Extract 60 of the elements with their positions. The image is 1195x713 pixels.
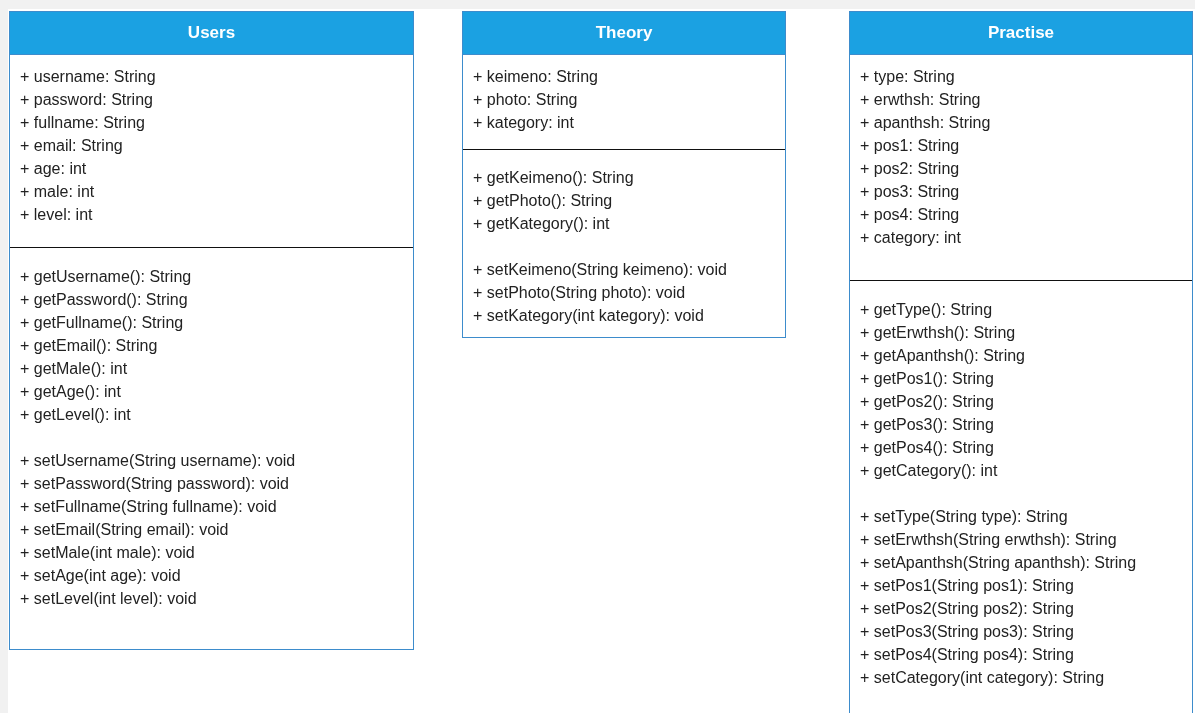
class-box bbox=[9, 11, 414, 650]
method-text: + setFullname(String fullname): void bbox=[20, 497, 278, 517]
method-text: + getMale(): int bbox=[20, 359, 129, 379]
method-text: + getCategory(): int bbox=[860, 461, 999, 481]
method-text: + getUsername(): String bbox=[20, 267, 193, 287]
class-name: Practise bbox=[850, 12, 1192, 55]
method-text: + getPassword(): String bbox=[20, 290, 189, 310]
method-text: + getEmail(): String bbox=[20, 336, 159, 356]
class-name: Theory bbox=[463, 12, 785, 55]
method-text: + getApanthsh(): String bbox=[860, 346, 1026, 366]
method-text: + getPos1(): String bbox=[860, 369, 995, 389]
method-text: + getPhoto(): String bbox=[473, 191, 614, 211]
attribute-text: + keimeno: String bbox=[473, 67, 599, 87]
method-text: + setPos4(String pos4): String bbox=[860, 645, 1075, 665]
attribute-text: + category: int bbox=[860, 228, 962, 248]
method-text: + setMale(int male): void bbox=[20, 543, 196, 563]
method-text: + setEmail(String email): void bbox=[20, 520, 230, 540]
attribute-text: + password: String bbox=[20, 90, 154, 110]
attribute-text: + pos2: String bbox=[860, 159, 961, 179]
method-text: + setPassword(String password): void bbox=[20, 474, 290, 494]
attribute-text: + email: String bbox=[20, 136, 124, 156]
method-text: + getKeimeno(): String bbox=[473, 168, 635, 188]
attribute-text: + apanthsh: String bbox=[860, 113, 992, 133]
attribute-text: + username: String bbox=[20, 67, 157, 87]
attribute-text: + male: int bbox=[20, 182, 96, 202]
method-text: + setPos2(String pos2): String bbox=[860, 599, 1075, 619]
attribute-text: + pos4: String bbox=[860, 205, 961, 225]
method-text: + setUsername(String username): void bbox=[20, 451, 297, 471]
method-text: + setCategory(int category): String bbox=[860, 668, 1106, 688]
method-text: + getPos4(): String bbox=[860, 438, 995, 458]
method-text: + setAge(int age): void bbox=[20, 566, 182, 586]
method-text: + getErwthsh(): String bbox=[860, 323, 1017, 343]
method-text: + getLevel(): int bbox=[20, 405, 132, 425]
method-text: + setApanthsh(String apanthsh): String bbox=[860, 553, 1138, 573]
attribute-text: + level: int bbox=[20, 205, 94, 225]
attribute-text: + photo: String bbox=[473, 90, 579, 110]
class-box bbox=[462, 11, 786, 338]
attribute-text: + pos3: String bbox=[860, 182, 961, 202]
attribute-text: + fullname: String bbox=[20, 113, 146, 133]
attribute-text: + age: int bbox=[20, 159, 88, 179]
method-text: + getPos3(): String bbox=[860, 415, 995, 435]
class-box bbox=[849, 11, 1193, 713]
method-text: + setType(String type): String bbox=[860, 507, 1069, 527]
attribute-text: + pos1: String bbox=[860, 136, 961, 156]
method-text: + setErwthsh(String erwthsh): String bbox=[860, 530, 1118, 550]
method-text: + setPos1(String pos1): String bbox=[860, 576, 1075, 596]
method-text: + setLevel(int level): void bbox=[20, 589, 198, 609]
attribute-text: + type: String bbox=[860, 67, 956, 87]
attribute-text: + kategory: int bbox=[473, 113, 575, 133]
class-name: Users bbox=[10, 12, 413, 55]
method-text: + setPos3(String pos3): String bbox=[860, 622, 1075, 642]
method-text: + getKategory(): int bbox=[473, 214, 611, 234]
method-text: + setPhoto(String photo): void bbox=[473, 283, 687, 303]
method-text: + getPos2(): String bbox=[860, 392, 995, 412]
method-text: + getFullname(): String bbox=[20, 313, 185, 333]
attribute-text: + erwthsh: String bbox=[860, 90, 982, 110]
method-text: + setKeimeno(String keimeno): void bbox=[473, 260, 728, 280]
method-text: + getType(): String bbox=[860, 300, 994, 320]
method-text: + setKategory(int kategory): void bbox=[473, 306, 705, 326]
method-text: + getAge(): int bbox=[20, 382, 122, 402]
